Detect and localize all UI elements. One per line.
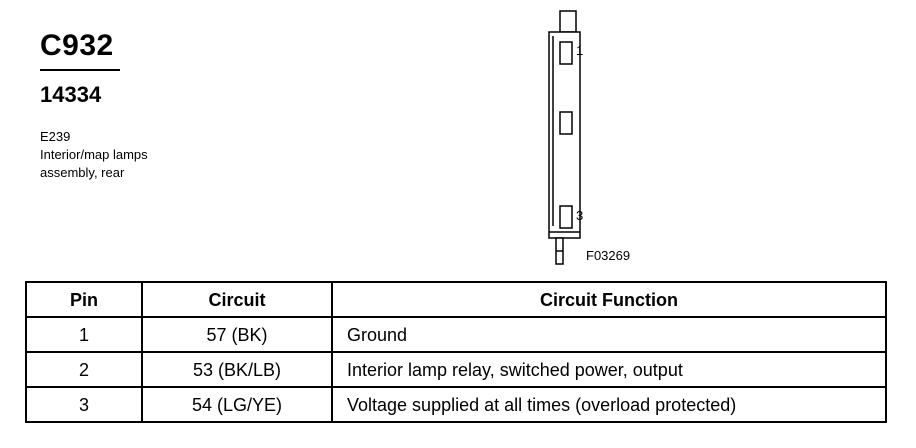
circuit-cell: 54 (LG/YE)	[141, 386, 333, 423]
header-pin: Pin	[25, 281, 143, 318]
pinout-table: Pin Circuit Circuit Function 1 57 (BK) G…	[25, 281, 887, 423]
table-row: 3 54 (LG/YE) Voltage supplied at all tim…	[25, 386, 887, 423]
header-circuit: Circuit	[141, 281, 333, 318]
function-cell: Voltage supplied at all times (overload …	[331, 386, 887, 423]
function-cell: Interior lamp relay, switched power, out…	[331, 351, 887, 388]
pin-cavity-2	[559, 111, 573, 135]
pin-cavity-3	[559, 205, 573, 229]
table-header-row: Pin Circuit Circuit Function	[25, 281, 887, 318]
figure-id: F03269	[586, 248, 631, 263]
title-divider	[40, 69, 120, 71]
component-name-line-2: assembly, rear	[40, 165, 125, 180]
connector-body	[548, 31, 581, 239]
pin-cell: 2	[25, 351, 143, 388]
component-code: E239	[40, 129, 71, 144]
circuit-cell: 53 (BK/LB)	[141, 351, 333, 388]
pin-label-3: 3	[576, 208, 583, 223]
part-number: 14334	[40, 82, 102, 107]
table-row: 1 57 (BK) Ground	[25, 316, 887, 353]
pin-cavity-1	[559, 41, 573, 65]
connector-top-tab	[559, 10, 577, 33]
table-row: 2 53 (BK/LB) Interior lamp relay, switch…	[25, 351, 887, 388]
connector-id: C932	[40, 29, 114, 62]
pin-label-1: 1	[576, 43, 583, 58]
pin-cell: 1	[25, 316, 143, 353]
circuit-cell: 57 (BK)	[141, 316, 333, 353]
component-description: E239 Interior/map lamps assembly, rear	[40, 128, 148, 182]
connector-diagram: 1 3	[548, 10, 583, 265]
function-cell: Ground	[331, 316, 887, 353]
component-name-line-1: Interior/map lamps	[40, 147, 148, 162]
pin-cell: 3	[25, 386, 143, 423]
header-circuit-function: Circuit Function	[331, 281, 887, 318]
